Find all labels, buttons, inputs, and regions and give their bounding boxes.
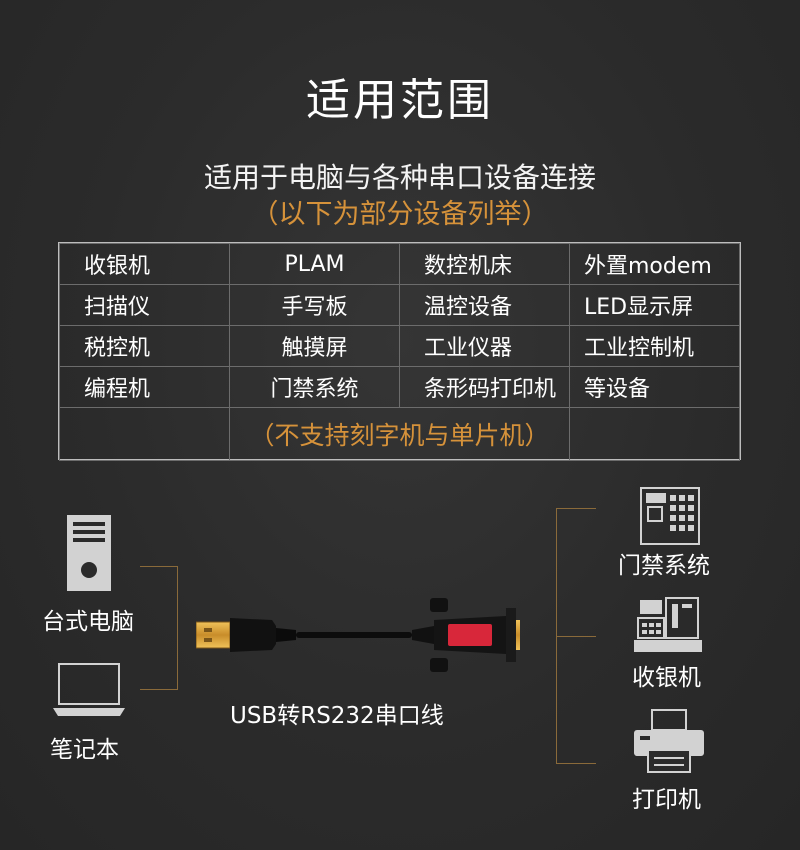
- table-cell: 门禁系统: [229, 366, 400, 408]
- table-cell: 编程机: [59, 366, 230, 408]
- access-control-keypad-icon: [640, 487, 700, 545]
- printer-label: 打印机: [632, 787, 701, 813]
- device-compatibility-table: 收银机 PLAM 数控机床 外置modem 扫描仪 手写板 温控设备 LED显示…: [58, 242, 741, 461]
- table-cell-empty: [569, 407, 740, 461]
- page-title: 适用范围: [306, 75, 494, 126]
- access-control-label: 门禁系统: [618, 553, 710, 579]
- table-row: 收银机 PLAM 数控机床 外置modem: [59, 243, 740, 285]
- cable-label: USB转RS232串口线: [230, 703, 444, 729]
- cash-register-label: 收银机: [632, 665, 701, 691]
- table-cell: 数控机床: [399, 243, 570, 285]
- table-row: 扫描仪 手写板 温控设备 LED显示屏: [59, 284, 740, 326]
- right-connector-bracket-middle: [556, 636, 596, 637]
- table-row: 税控机 触摸屏 工业仪器 工业控制机: [59, 325, 740, 367]
- page-subtitle: 适用于电脑与各种串口设备连接: [203, 161, 596, 194]
- printer-icon: [634, 709, 704, 773]
- table-cell: 手写板: [229, 284, 400, 326]
- laptop-label: 笔记本: [50, 737, 119, 763]
- usb-to-rs232-cable-illustration: [196, 598, 520, 672]
- table-row: （不支持刻字机与单片机）: [59, 407, 740, 461]
- table-cell: 等设备: [569, 366, 740, 408]
- table-cell: 外置modem: [569, 243, 740, 285]
- table-row: 编程机 门禁系统 条形码打印机 等设备: [59, 366, 740, 408]
- table-cell: LED显示屏: [569, 284, 740, 326]
- unsupported-devices-note: （不支持刻字机与单片机）: [229, 407, 570, 461]
- table-cell: 扫描仪: [59, 284, 230, 326]
- laptop-icon: [53, 663, 125, 716]
- table-cell: 温控设备: [399, 284, 570, 326]
- table-cell: 条形码打印机: [399, 366, 570, 408]
- desktop-computer-icon: [67, 515, 111, 591]
- table-cell-empty: [59, 407, 230, 461]
- desktop-computer-label: 台式电脑: [42, 609, 134, 635]
- left-connector-bracket: [140, 566, 178, 690]
- table-cell: 触摸屏: [229, 325, 400, 367]
- table-cell: 收银机: [59, 243, 230, 285]
- cash-register-icon: [634, 597, 702, 652]
- table-cell: 税控机: [59, 325, 230, 367]
- table-cell: 工业仪器: [399, 325, 570, 367]
- table-cell: 工业控制机: [569, 325, 740, 367]
- table-cell: PLAM: [229, 243, 400, 285]
- partial-list-note: （以下为部分设备列举）: [251, 199, 549, 230]
